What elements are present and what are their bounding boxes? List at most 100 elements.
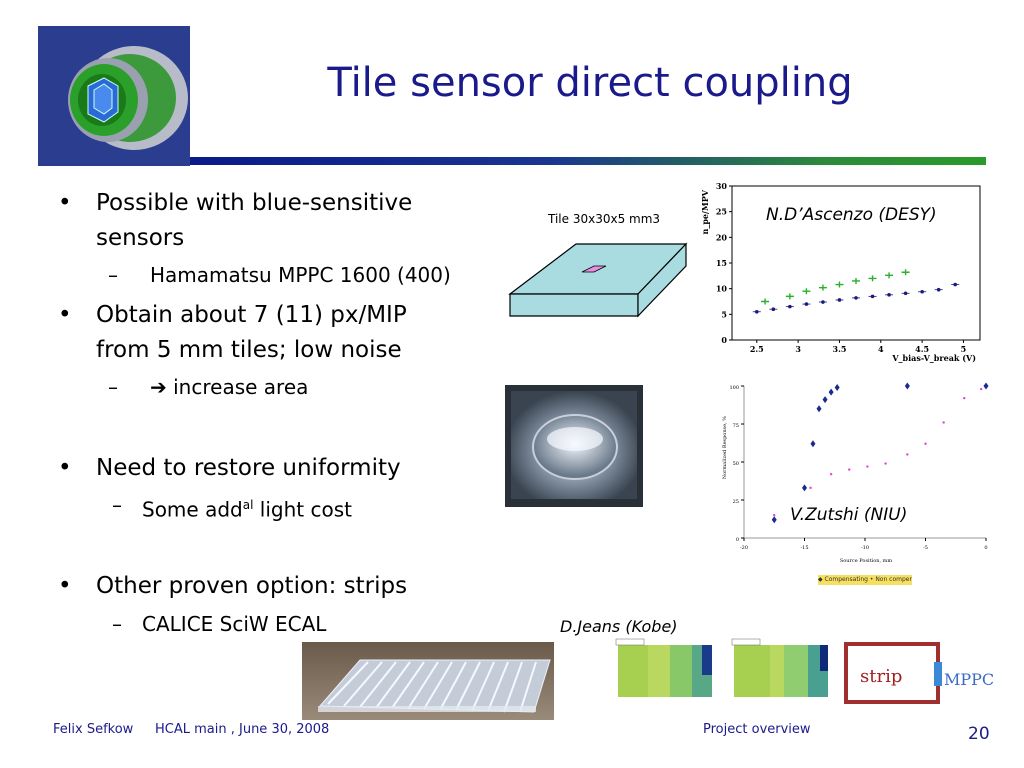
arrow-icon: ➔ bbox=[150, 375, 167, 399]
footer-meeting: HCAL main , June 30, 2008 bbox=[155, 722, 330, 737]
data-point bbox=[828, 388, 834, 396]
data-point bbox=[868, 275, 877, 282]
sub-bullet-2-text: increase area bbox=[173, 375, 309, 399]
sub-bullet-1: – Hamamatsu MPPC 1600 (400) bbox=[108, 260, 451, 290]
chart-background bbox=[716, 376, 992, 566]
data-point bbox=[866, 465, 869, 468]
sub-bullet-3-superscript: al bbox=[242, 498, 254, 512]
y-tick-label: 25 bbox=[733, 499, 739, 505]
bullet-3: • Need to restore uniformity bbox=[58, 451, 401, 486]
bullet-1: • Possible with blue-sensitive sensors bbox=[58, 186, 412, 256]
kobe-label: D.Jeans (Kobe) bbox=[560, 617, 678, 636]
x-axis-label: Source Position, mm bbox=[840, 558, 892, 564]
data-point bbox=[818, 284, 827, 291]
data-point bbox=[924, 442, 927, 445]
desy-chart: 2.5 3 3.5 4 4.5 5 0 5 10 15 20 25 30V_bias-V_break (… bbox=[694, 180, 986, 366]
bullet-3-line1: Need to restore uniformity bbox=[96, 455, 401, 481]
x-tick-label: 0 bbox=[984, 545, 987, 551]
x-axis-label: V_bias-V_break (V) bbox=[891, 353, 976, 363]
tile-photo bbox=[505, 385, 643, 507]
sub-bullet-3-tail: light cost bbox=[253, 497, 352, 522]
bullet-2: • Obtain about 7 (11) px/MIP from 5 mm t… bbox=[58, 298, 407, 368]
sub-bullet-1-text: Hamamatsu MPPC 1600 (400) bbox=[150, 263, 451, 287]
mppc-sensor bbox=[934, 662, 942, 686]
bullet-symbol: • bbox=[58, 190, 72, 216]
bullet-4: • Other proven option: strips bbox=[58, 569, 408, 604]
x-tick-label: -20 bbox=[740, 545, 748, 551]
y-tick-label: 75 bbox=[733, 423, 739, 429]
data-point bbox=[816, 405, 822, 413]
sub-bullet-3: – Some addal light cost bbox=[112, 490, 352, 525]
data-point bbox=[773, 514, 776, 517]
y-tick-label: 0 bbox=[736, 537, 739, 543]
data-point bbox=[802, 484, 807, 492]
y-tick-label: 20 bbox=[716, 232, 728, 242]
page-number: 20 bbox=[968, 724, 990, 744]
sub-bullet-3-text: Some add bbox=[142, 497, 243, 522]
sub-bullet-4-text: CALICE SciW ECAL bbox=[142, 612, 327, 636]
y-tick-label: 5 bbox=[721, 309, 727, 319]
x-tick-label: -5 bbox=[923, 545, 928, 551]
dash-symbol: – bbox=[108, 263, 118, 287]
bullet-2-line2: from 5 mm tiles; low noise bbox=[96, 337, 402, 363]
x-tick-label: 3.5 bbox=[833, 344, 847, 354]
data-point bbox=[785, 293, 794, 300]
heatmap-1 bbox=[610, 637, 715, 707]
data-point bbox=[904, 382, 910, 390]
x-tick-label: 4 bbox=[878, 344, 884, 354]
data-point bbox=[884, 462, 887, 465]
heatmap-2 bbox=[728, 637, 833, 707]
x-tick-label: -10 bbox=[861, 545, 869, 551]
x-tick-label: -15 bbox=[800, 545, 808, 551]
data-point bbox=[771, 516, 777, 524]
tile-diagram bbox=[508, 242, 688, 318]
data-point bbox=[822, 396, 828, 404]
sub-bullet-2: – ➔ increase area bbox=[108, 372, 309, 402]
dash-symbol: – bbox=[112, 493, 122, 517]
data-point bbox=[979, 387, 983, 391]
footer-author: Felix Sefkow bbox=[53, 722, 134, 737]
x-tick-label: 3 bbox=[795, 344, 801, 354]
bullet-1-line2: sensors bbox=[96, 225, 185, 251]
data-point bbox=[901, 269, 910, 276]
y-tick-label: 100 bbox=[729, 385, 739, 391]
data-point bbox=[942, 421, 945, 424]
data-point bbox=[835, 281, 844, 288]
detector-logo-image bbox=[38, 26, 190, 166]
desy-label: N.D’Ascenzo (DESY) bbox=[766, 205, 937, 225]
slide-title: Tile sensor direct coupling bbox=[327, 60, 853, 106]
data-point bbox=[885, 272, 894, 279]
bullet-symbol: • bbox=[58, 573, 72, 599]
y-tick-label: 50 bbox=[733, 461, 739, 467]
data-point bbox=[810, 440, 816, 448]
x-tick-label: 2.5 bbox=[750, 344, 764, 354]
bullet-symbol: • bbox=[58, 302, 72, 328]
bullet-symbol: • bbox=[58, 455, 72, 481]
y-tick-label: 30 bbox=[716, 181, 728, 191]
y-tick-label: 15 bbox=[716, 258, 727, 268]
y-tick-label: 25 bbox=[716, 207, 727, 217]
x-tick-label: 4.5 bbox=[915, 344, 929, 354]
strips-photo bbox=[302, 642, 554, 720]
sensor-pad bbox=[581, 265, 607, 273]
mppc-label: MPPC bbox=[944, 670, 995, 689]
bullet-4-line1: Other proven option: strips bbox=[96, 573, 408, 599]
data-point bbox=[802, 288, 811, 295]
y-axis-label: Normalized Response, % bbox=[722, 416, 728, 480]
data-point bbox=[963, 396, 966, 400]
chart-background bbox=[694, 180, 986, 366]
footer-section: Project overview bbox=[703, 722, 811, 737]
dash-symbol: – bbox=[108, 375, 118, 399]
data-point bbox=[829, 472, 833, 476]
niu-label: V.Zutshi (NIU) bbox=[790, 505, 908, 525]
y-axis-label: n_pe/MPV bbox=[700, 189, 710, 234]
dash-symbol: – bbox=[112, 612, 122, 636]
strip-label: strip bbox=[860, 666, 903, 687]
x-tick-label: 5 bbox=[961, 344, 967, 354]
data-point bbox=[852, 277, 860, 284]
strip-sketch: strip bbox=[844, 642, 940, 704]
y-tick-label: 10 bbox=[716, 284, 728, 294]
y-tick-label: 0 bbox=[721, 335, 727, 345]
sub-bullet-4: – CALICE SciW ECAL bbox=[112, 609, 327, 639]
